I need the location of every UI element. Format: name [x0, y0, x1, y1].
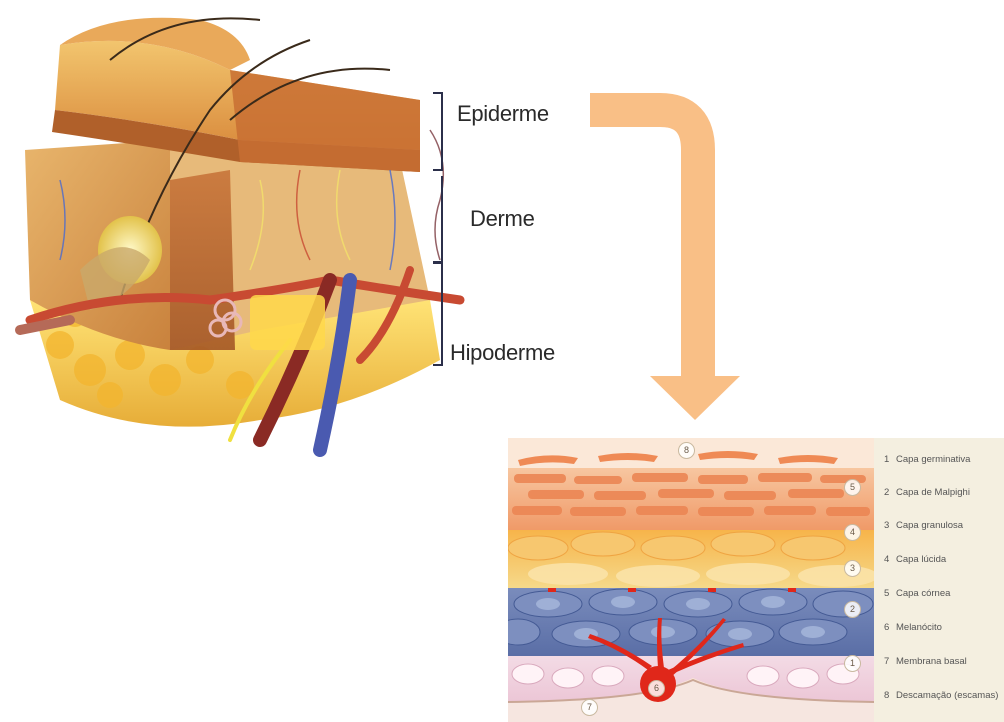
hipoderme-bracket [433, 262, 443, 366]
flow-arrow [570, 90, 740, 420]
skin-block-illustration [0, 0, 470, 460]
epiderme-bracket [433, 92, 443, 171]
label-hipoderme: Hipoderme [450, 340, 555, 366]
marker-8: 8 [678, 442, 695, 459]
marker-5: 5 [844, 479, 861, 496]
epidermis-cross-section [508, 438, 874, 722]
marker-3: 3 [844, 560, 861, 577]
marker-2: 2 [844, 601, 861, 618]
derme-bracket [433, 176, 443, 263]
marker-6: 6 [648, 680, 665, 697]
marker-1: 1 [844, 655, 861, 672]
label-epiderme: Epiderme [457, 101, 549, 127]
label-derme: Derme [470, 206, 535, 232]
marker-7: 7 [581, 699, 598, 716]
marker-4: 4 [844, 524, 861, 541]
